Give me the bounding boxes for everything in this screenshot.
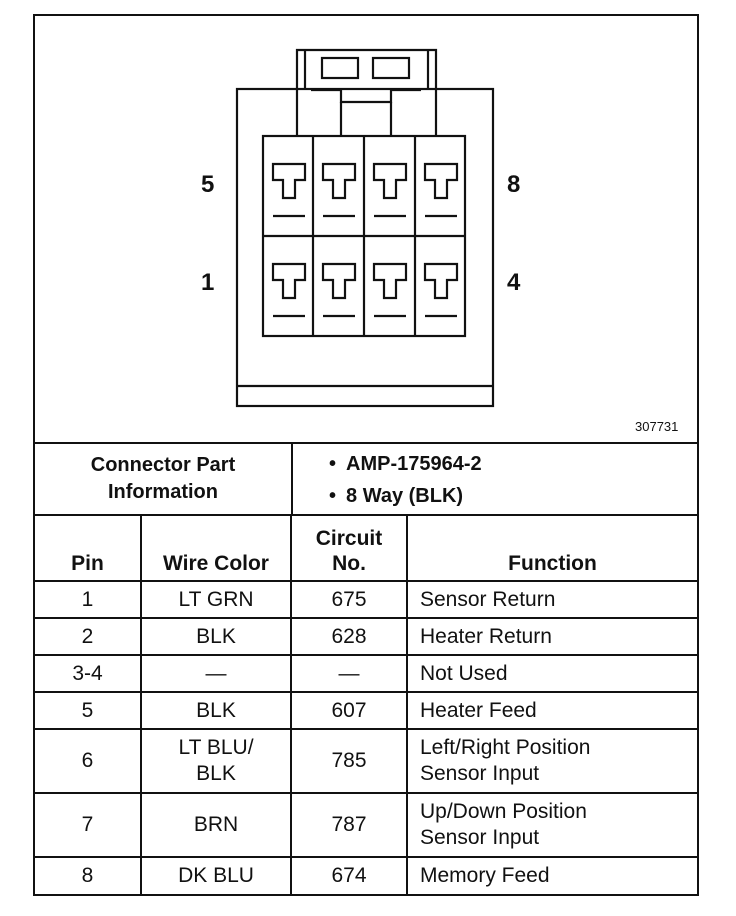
cell-wire-color: BRN xyxy=(140,792,292,858)
cell-pin: 1 xyxy=(35,580,142,619)
cell-circuit: 628 xyxy=(290,617,408,656)
function-line: Left/Right Position xyxy=(420,736,591,759)
table-row: 1 LT GRN 675 Sensor Return xyxy=(35,580,697,619)
cell-pin: 2 xyxy=(35,617,142,656)
cell-pin: 5 xyxy=(35,691,142,730)
connector-part-number: AMP-175964-2 xyxy=(329,448,482,480)
divider xyxy=(35,514,697,516)
locking-tab xyxy=(295,48,438,136)
terminal-pin-1 xyxy=(271,262,307,300)
cell-function: Not Used xyxy=(406,654,697,693)
terminal-pin-8 xyxy=(423,162,459,200)
connector-part-info: Connector Part Information AMP-175964-2 … xyxy=(35,444,697,516)
connector-part-type: 8 Way (BLK) xyxy=(329,480,482,512)
cell-circuit: 607 xyxy=(290,691,408,730)
terminal-pin-6 xyxy=(321,162,357,200)
wire-color-line: LT GRN xyxy=(178,587,254,611)
figure-number: 307731 xyxy=(635,419,679,434)
cell-function: Heater Return xyxy=(406,617,697,656)
header-circuit-line2: No. xyxy=(332,552,366,575)
connector-drawing xyxy=(235,48,495,408)
wire-color-line: BLK xyxy=(196,698,236,722)
cell-pin: 7 xyxy=(35,792,142,858)
header-wire-color: Wire Color xyxy=(140,516,292,582)
terminal-pin-4 xyxy=(423,262,459,300)
cell-wire-color: DK BLU xyxy=(140,856,292,894)
cell-wire-color: BLK xyxy=(140,617,292,656)
cell-function: Heater Feed xyxy=(406,691,697,730)
connector-part-title-line1: Connector Part xyxy=(90,454,236,476)
pin-label-5: 5 xyxy=(201,171,215,198)
wire-color-line: BLK xyxy=(196,762,236,785)
cell-pin: 8 xyxy=(35,856,142,894)
terminal-pin-7 xyxy=(372,162,408,200)
cell-wire-color: — xyxy=(140,654,292,693)
cell-pin: 6 xyxy=(35,728,142,794)
table-row: 3-4 — — Not Used xyxy=(35,654,697,693)
header-function: Function xyxy=(406,516,697,582)
function-line: Sensor Input xyxy=(420,762,540,785)
connector-part-title: Connector Part Information xyxy=(35,452,291,506)
cell-pin: 3-4 xyxy=(35,654,142,693)
wire-color-line: DK BLU xyxy=(178,864,254,887)
table-row: 8 DK BLU 674 Memory Feed xyxy=(35,856,697,894)
function-line: Sensor Input xyxy=(420,826,540,849)
table-header-row: Pin Wire Color Circuit No. Function xyxy=(35,516,697,582)
divider xyxy=(35,442,697,444)
divider xyxy=(291,444,293,516)
connector-housing xyxy=(235,87,495,408)
function-line: Sensor Return xyxy=(420,587,556,611)
wire-color-line: LT BLU/ xyxy=(178,736,254,759)
function-line: Heater Return xyxy=(420,624,552,648)
function-line: Up/Down Position xyxy=(420,800,587,823)
cell-wire-color: LT GRN xyxy=(140,580,292,619)
cell-function: Memory Feed xyxy=(406,856,697,894)
pin-label-1: 1 xyxy=(201,269,215,296)
cell-circuit: 785 xyxy=(290,728,408,794)
connector-part-title-line2: Information xyxy=(108,481,218,503)
table-row: 2 BLK 628 Heater Return xyxy=(35,617,697,656)
terminal-pin-3 xyxy=(372,262,408,300)
lock-window-right xyxy=(371,56,411,80)
wire-color-line: BLK xyxy=(196,624,236,648)
connector-part-list: AMP-175964-2 8 Way (BLK) xyxy=(329,448,482,512)
wire-color-line: BRN xyxy=(193,813,239,836)
connector-figure-frame: 5 8 1 4 307731 Connector Part Informatio… xyxy=(33,14,699,896)
lock-window-left xyxy=(320,56,360,80)
header-pin: Pin xyxy=(35,516,142,582)
cell-wire-color: BLK xyxy=(140,691,292,730)
terminal-pin-2 xyxy=(321,262,357,300)
cell-circuit: — xyxy=(290,654,408,693)
wire-color-line: — xyxy=(205,661,227,685)
cell-wire-color: LT BLU/BLK xyxy=(140,728,292,794)
pin-label-4: 4 xyxy=(507,269,521,296)
header-circuit: Circuit No. xyxy=(290,516,408,582)
connector-diagram: 5 8 1 4 307731 xyxy=(35,16,697,442)
function-line: Memory Feed xyxy=(420,864,550,887)
cell-circuit: 674 xyxy=(290,856,408,894)
header-circuit-line1: Circuit xyxy=(315,527,383,550)
cell-circuit: 675 xyxy=(290,580,408,619)
function-line: Not Used xyxy=(420,661,508,685)
table-row: 5 BLK 607 Heater Feed xyxy=(35,691,697,730)
pinout-table: Pin Wire Color Circuit No. Function 1 LT … xyxy=(35,516,697,894)
pin-label-8: 8 xyxy=(507,171,521,198)
cell-circuit: 787 xyxy=(290,792,408,858)
terminal-pin-5 xyxy=(271,162,307,200)
cell-function: Sensor Return xyxy=(406,580,697,619)
function-line: Heater Feed xyxy=(420,698,537,722)
